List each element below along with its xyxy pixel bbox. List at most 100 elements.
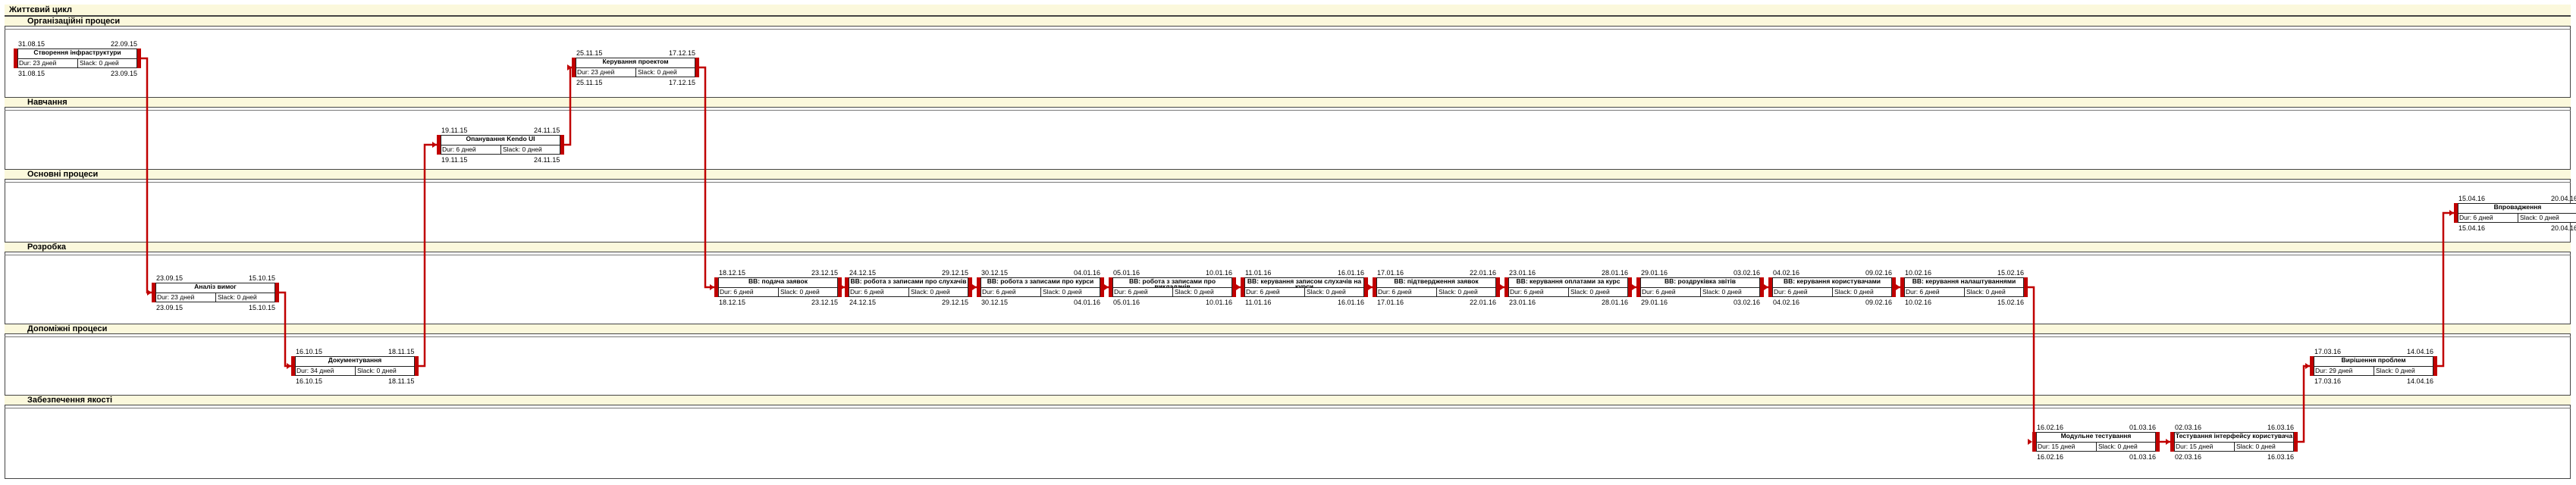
critical-bar: [2433, 356, 2437, 376]
task-early-start: 16.02.16: [2037, 424, 2064, 431]
lane-header-support-processes[interactable]: Допоміжні процеси: [5, 324, 2571, 334]
lane-label: Допоміжні процеси: [27, 324, 108, 333]
critical-bar: [1760, 277, 1764, 297]
link-arrowhead: [147, 289, 152, 296]
lane-header-quality-assurance[interactable]: Забезпечення якості: [5, 395, 2571, 405]
task-late-start: 17.01.16: [1377, 299, 1404, 306]
task-late-start: 17.03.16: [2314, 377, 2342, 385]
lane-header-main-processes[interactable]: Основні процеси: [5, 169, 2571, 180]
task-late-start: 15.04.16: [2458, 224, 2486, 232]
task-early-start: 24.12.15: [849, 269, 877, 277]
task-name: ВВ: робота з записами про курси: [981, 278, 1100, 288]
task-early-start: 11.01.16: [1245, 269, 1272, 277]
critical-bar: [1636, 277, 1640, 297]
task-late-start: 18.12.15: [719, 299, 746, 306]
task-early-finish: 09.02.16: [1865, 269, 1893, 277]
critical-bar: [2170, 432, 2174, 452]
link-arrowhead: [1500, 284, 1504, 290]
task-duration: Dur: 6 дней: [1906, 288, 1940, 296]
task-late-finish: 29.12.15: [942, 299, 969, 306]
task-slack: Slack: 0 дней: [355, 367, 397, 375]
dependency-link: [564, 66, 572, 146]
task-early-start: 15.04.16: [2458, 195, 2486, 202]
critical-bar: [1364, 277, 1368, 297]
task-name: ВВ: робота з записами про викладачів: [1113, 278, 1232, 288]
critical-bar: [2156, 432, 2160, 452]
critical-bar: [152, 283, 155, 302]
task-late-start: 10.02.16: [1905, 299, 1932, 306]
task-late-start: 31.08.15: [18, 70, 45, 77]
task-duration: Dur: 6 дней: [982, 288, 1016, 296]
lane-header-organizational[interactable]: Організаційні процеси: [5, 16, 2571, 27]
task-slack: Slack: 0 дней: [500, 146, 542, 154]
task-late-start: 23.09.15: [156, 304, 184, 311]
task-late-start: 29.01.16: [1641, 299, 1668, 306]
critical-bar: [977, 277, 981, 297]
lane-divider: [5, 405, 2571, 408]
task-name: Тестування інтерфейсу користувача: [2175, 433, 2293, 443]
task-name: Аналіз вимог: [156, 283, 275, 293]
task-late-start: 04.02.16: [1773, 299, 1800, 306]
task-early-start: 19.11.15: [441, 127, 468, 134]
task-slack: Slack: 0 дней: [1832, 288, 1874, 296]
link-arrowhead: [2166, 439, 2170, 445]
task-name: ВВ: керування користувачами: [1773, 278, 1891, 288]
lane-header-development[interactable]: Розробка: [5, 242, 2571, 252]
link-arrowhead: [2449, 210, 2454, 216]
task-duration: Dur: 23 дней: [157, 293, 195, 301]
lane-divider: [5, 27, 2571, 30]
task-slack: Slack: 0 дней: [1304, 288, 1346, 296]
task-name: Документування: [296, 357, 414, 367]
task-name: Модульне тестування: [2037, 433, 2155, 443]
lane-divider: [5, 334, 2571, 337]
task-late-finish: 23.09.15: [111, 70, 138, 77]
task-late-finish: 03.02.16: [1734, 299, 1761, 306]
link-arrowhead: [432, 142, 437, 148]
task-early-finish: 23.12.15: [811, 269, 839, 277]
task-early-finish: 20.04.16: [2551, 195, 2576, 202]
dependency-link: [419, 143, 437, 368]
link-arrowhead: [2305, 363, 2310, 369]
task-early-start: 29.01.16: [1641, 269, 1668, 277]
task-late-finish: 15.10.15: [249, 304, 276, 311]
task-early-finish: 22.09.15: [111, 40, 138, 48]
lane-header-training[interactable]: Навчання: [5, 97, 2571, 108]
task-early-finish: 17.12.15: [669, 49, 696, 57]
task-early-start: 31.08.15: [18, 40, 45, 48]
link-arrowhead: [1764, 284, 1768, 290]
task-early-start: 17.01.16: [1377, 269, 1404, 277]
